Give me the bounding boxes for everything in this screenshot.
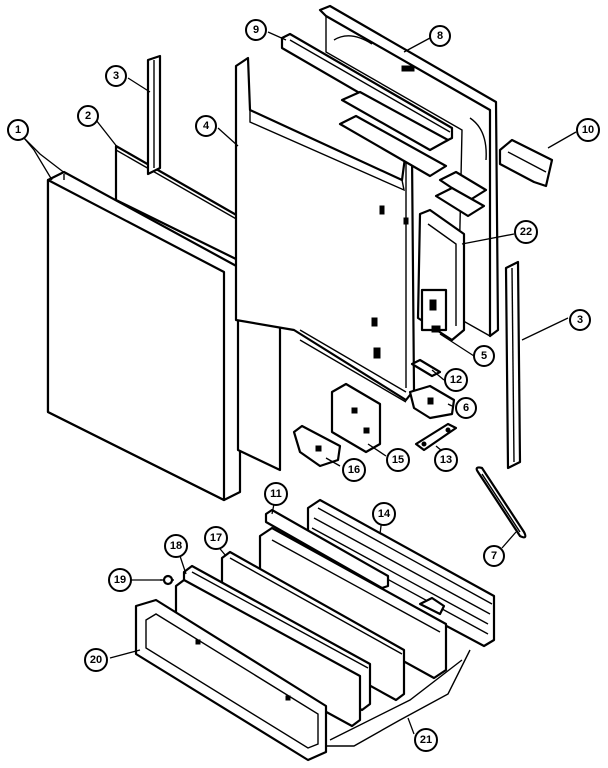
latch-bracket bbox=[408, 384, 456, 420]
svg-text:21: 21 bbox=[420, 734, 432, 746]
callout-17: 17 bbox=[204, 526, 228, 550]
console-channel bbox=[258, 508, 448, 680]
svg-text:11: 11 bbox=[270, 488, 282, 500]
callout-2: 2 bbox=[77, 105, 99, 127]
svg-text:17: 17 bbox=[210, 532, 222, 544]
svg-text:2: 2 bbox=[85, 110, 91, 122]
svg-text:14: 14 bbox=[378, 508, 391, 520]
top-bracket bbox=[498, 138, 554, 188]
svg-text:12: 12 bbox=[450, 374, 462, 386]
callout-4: 4 bbox=[195, 115, 217, 137]
callout-21: 21 bbox=[414, 728, 438, 752]
trim-strip-right bbox=[504, 260, 522, 470]
mounting-plate bbox=[330, 382, 382, 454]
console-frame bbox=[134, 598, 328, 762]
svg-text:4: 4 bbox=[203, 120, 210, 132]
door-gasket bbox=[416, 208, 466, 342]
outer-door-panel bbox=[46, 170, 242, 502]
svg-text:3: 3 bbox=[113, 70, 119, 82]
svg-text:6: 6 bbox=[463, 402, 469, 414]
svg-text:18: 18 bbox=[170, 540, 182, 552]
svg-text:19: 19 bbox=[114, 574, 126, 586]
svg-text:13: 13 bbox=[440, 454, 452, 466]
link-arm bbox=[414, 422, 458, 452]
callout-19: 19 bbox=[108, 568, 132, 592]
trim-strip-left bbox=[146, 54, 162, 176]
callouts: 1 2 3 4 9 8 10 22 3 5 12 6 13 15 16 7 11… bbox=[7, 19, 600, 752]
screw-19 bbox=[160, 574, 174, 586]
callout-6: 6 bbox=[455, 397, 477, 419]
svg-text:5: 5 bbox=[481, 350, 487, 362]
callout-7: 7 bbox=[483, 545, 505, 567]
callout-15: 15 bbox=[386, 448, 410, 472]
top-channel bbox=[280, 32, 454, 144]
callout-10: 10 bbox=[576, 118, 600, 142]
callout-12: 12 bbox=[444, 368, 468, 392]
callout-3-right: 3 bbox=[569, 309, 591, 331]
callout-3-left: 3 bbox=[105, 65, 127, 87]
svg-text:9: 9 bbox=[253, 24, 259, 36]
svg-text:20: 20 bbox=[90, 654, 102, 666]
base-plate bbox=[322, 649, 471, 747]
svg-text:7: 7 bbox=[491, 550, 497, 562]
frame-brackets bbox=[338, 90, 488, 218]
callout-16: 16 bbox=[342, 458, 366, 482]
svg-text:15: 15 bbox=[392, 454, 404, 466]
spacer-12 bbox=[410, 358, 442, 378]
callout-5: 5 bbox=[473, 345, 495, 367]
svg-text:16: 16 bbox=[348, 464, 360, 476]
callout-1: 1 bbox=[7, 119, 29, 141]
callout-11: 11 bbox=[264, 482, 288, 506]
callout-20: 20 bbox=[84, 648, 108, 672]
callout-14: 14 bbox=[372, 502, 396, 526]
svg-text:10: 10 bbox=[582, 124, 594, 136]
svg-text:8: 8 bbox=[437, 30, 443, 42]
callout-22: 22 bbox=[514, 220, 538, 244]
svg-text:22: 22 bbox=[520, 226, 532, 238]
callout-9: 9 bbox=[245, 19, 267, 41]
door-handle bbox=[475, 466, 527, 539]
hinge-bracket bbox=[292, 424, 342, 468]
callout-18: 18 bbox=[164, 534, 188, 558]
svg-text:3: 3 bbox=[577, 314, 583, 326]
callout-13: 13 bbox=[434, 448, 458, 472]
svg-text:1: 1 bbox=[15, 124, 21, 136]
callout-8: 8 bbox=[429, 25, 451, 47]
